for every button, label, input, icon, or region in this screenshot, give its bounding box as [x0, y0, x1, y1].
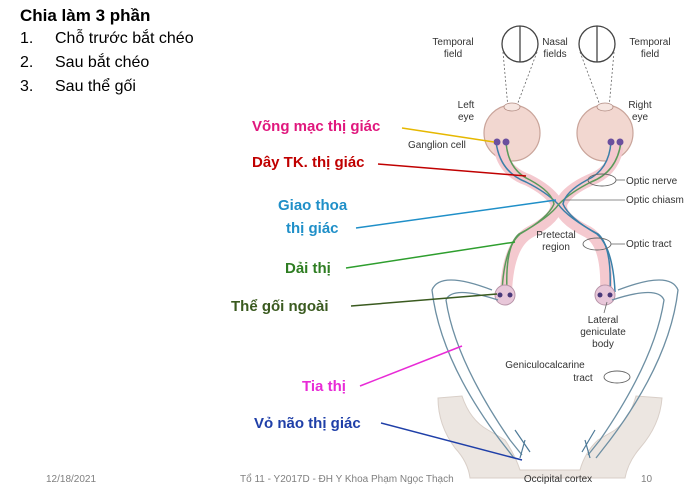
label-day-tk: Dây TK. thị giác [252, 154, 365, 171]
cortex-pointer [380, 422, 523, 461]
chiasm-pointer [355, 199, 557, 229]
right-lgn-dot [607, 292, 613, 298]
label-optic-tract: Optic tract [626, 239, 672, 250]
label-dai-thi: Dải thị [285, 260, 331, 277]
sight-lines [502, 51, 615, 109]
label-thi-giac: thị giác [286, 220, 339, 237]
label-temporal-field-left: Temporal [432, 37, 473, 48]
label-optic-chiasm: Optic chiasm [626, 195, 684, 206]
label-optic-nerve: Optic nerve [626, 176, 678, 187]
label-nasal-fields: Nasal [542, 37, 568, 48]
left-lens [503, 102, 521, 112]
footer-page-number: 10 [641, 474, 653, 485]
svg-text:field: field [641, 49, 659, 60]
label-left-eye: Left [458, 100, 475, 111]
label-occipital-cortex: Occipital cortex [524, 474, 592, 485]
label-right-eye: Right [628, 100, 652, 111]
slide-title: Chia làm 3 phần [20, 6, 151, 25]
right-lgn-dot [597, 292, 603, 298]
callout-leaders [565, 179, 625, 314]
svg-text:fields: fields [543, 49, 566, 60]
left-lgn-dot [507, 292, 513, 298]
label-pretectal-region: Pretectal [536, 230, 575, 241]
left-visual-field [501, 25, 539, 63]
svg-text:eye: eye [458, 112, 475, 123]
left-eye [483, 104, 541, 162]
footer-date: 12/18/2021 [46, 474, 97, 485]
right-eye [576, 104, 634, 162]
cortex-fibers [514, 429, 596, 459]
right-ganglion-cell [607, 138, 615, 146]
right-ganglion-cell [616, 138, 624, 146]
lgn-pointer [350, 293, 498, 307]
list-number: 2. [20, 54, 34, 71]
svg-text:body: body [592, 339, 614, 350]
right-lens [596, 102, 614, 112]
list-number: 3. [20, 78, 34, 95]
occipital-cortex-shape [437, 395, 663, 479]
label-giao-thoa: Giao thoa [278, 197, 348, 214]
label-ganglion-cell: Ganglion cell [408, 140, 466, 151]
label-the-goi-ngoai: Thể gối ngoài [231, 298, 329, 315]
list-item: 1. Chỗ trước bắt chéo [20, 27, 194, 51]
radiation-pointer [359, 345, 463, 387]
list-text: Sau bắt chéo [55, 54, 150, 71]
list-number: 1. [20, 30, 34, 47]
footer-center: Tổ 11 - Y2017D - ĐH Y Khoa Phạm Ngọc Thạ… [240, 474, 454, 485]
label-vo-nao: Vỏ não thị giác [254, 415, 361, 432]
part-list: 1. Chỗ trước bắt chéo 2. Sau bắt chéo 3. Sa… [20, 27, 194, 99]
figure-labels: Temporal field Nasal fields Temporal fie… [408, 37, 684, 485]
label-geniculocalcarine: Geniculocalcarine [505, 360, 585, 371]
label-tia-thi: Tia thị [302, 378, 346, 395]
svg-text:eye: eye [632, 112, 649, 123]
svg-text:region: region [542, 242, 570, 253]
left-ganglion-cell [502, 138, 510, 146]
retina-pointer [401, 127, 495, 143]
list-text: Chỗ trước bắt chéo [55, 30, 194, 47]
svg-text:tract: tract [573, 373, 593, 384]
label-lgb: Lateral [588, 315, 619, 326]
list-text: Sau thể gối [55, 78, 136, 95]
tract-pointer [345, 241, 516, 269]
left-lgn-dot [497, 292, 503, 298]
label-temporal-field-right: Temporal [629, 37, 670, 48]
list-item: 3. Sau thể gối [20, 75, 194, 99]
list-item: 2. Sau bắt chéo [20, 51, 194, 75]
svg-text:geniculate: geniculate [580, 327, 626, 338]
right-visual-field [578, 25, 616, 63]
left-lgn [494, 284, 516, 306]
optic-radiation [431, 279, 679, 459]
optic-nerve-pointer [377, 163, 527, 177]
left-ganglion-cell [493, 138, 501, 146]
label-vong-mac: Võng mạc thị giác [252, 118, 380, 135]
right-lgn [594, 284, 616, 306]
svg-text:field: field [444, 49, 462, 60]
